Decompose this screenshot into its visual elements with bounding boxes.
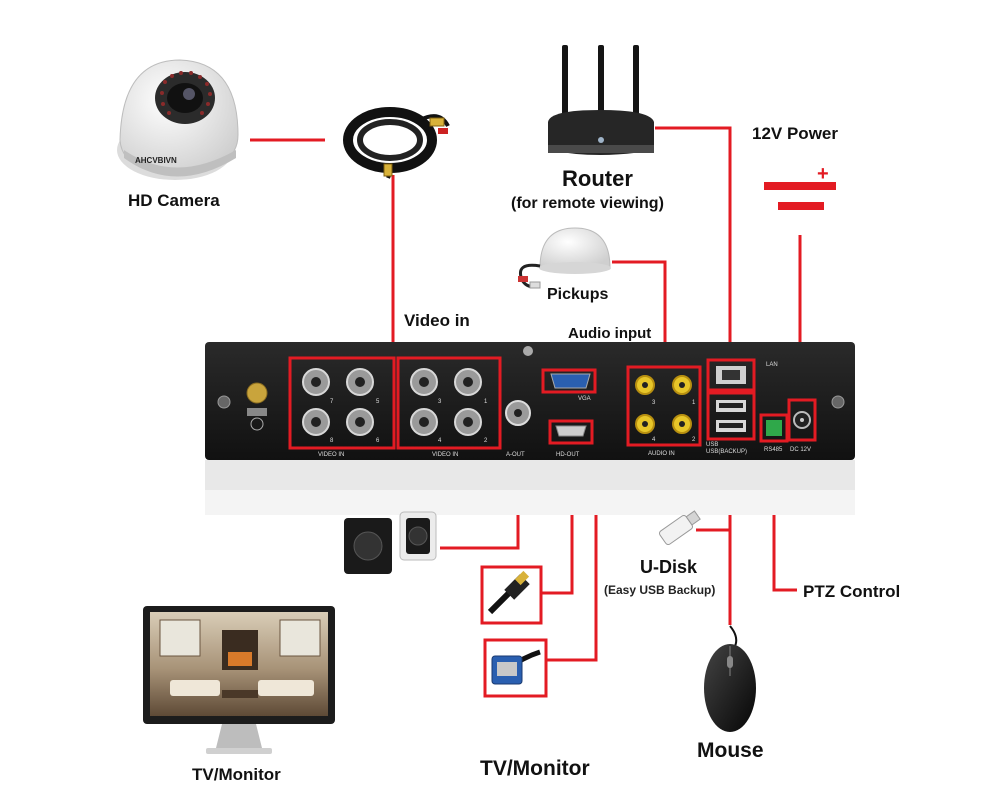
bnc-b-3: 3 <box>438 399 442 405</box>
udisk-label: U-Disk <box>640 557 698 577</box>
bnc-cable-icon <box>343 107 450 179</box>
bnc-b-4: 4 <box>438 438 442 444</box>
monitor-icon <box>143 606 335 754</box>
hd-camera-label: HD Camera <box>128 191 220 210</box>
dc12v-text: DC 12V <box>790 447 811 453</box>
vga-text: VGA <box>578 396 591 402</box>
video-in-label: Video in <box>404 311 470 330</box>
router-sublabel: (for remote viewing) <box>511 195 664 212</box>
bnc-a-6: 6 <box>376 438 380 444</box>
mouse-label: Mouse <box>697 739 764 762</box>
audio-input-label: Audio input <box>568 325 651 342</box>
vga-cable-icon <box>483 638 548 698</box>
audio-1: 1 <box>692 400 696 406</box>
power-label: 12V Power <box>752 124 838 143</box>
bnc-b-2: 2 <box>484 438 488 444</box>
bnc-a-7: 7 <box>330 399 334 405</box>
audio-2: 2 <box>692 437 696 443</box>
bnc-b-1: 1 <box>484 399 488 405</box>
video-in-a-text: VIDEO IN <box>318 452 344 458</box>
hd-camera-icon: AHCVBIVN <box>117 59 239 180</box>
speakers-icon <box>344 511 437 574</box>
mouse-icon <box>704 625 756 732</box>
router-line <box>655 126 732 362</box>
router-label: Router <box>562 166 633 191</box>
audio-in-text: AUDIO IN <box>648 451 675 457</box>
video-in-b-text: VIDEO IN <box>432 452 458 458</box>
pickups-label: Pickups <box>547 286 608 303</box>
usb-text: USB <box>706 442 718 448</box>
bnc-a-8: 8 <box>330 438 334 444</box>
hd-out-text: HD-OUT <box>556 452 580 458</box>
udisk-sublabel: (Easy USB Backup) <box>604 583 715 597</box>
rs485-text: RS485 <box>764 447 783 453</box>
pickups-line <box>612 260 667 367</box>
usb-backup-text: USB(BACKUP) <box>706 449 747 455</box>
microphone-icon <box>518 227 611 289</box>
tv-monitor-center-label: TV/Monitor <box>480 757 590 780</box>
usb-stick-icon <box>658 510 701 546</box>
hdmi-cable-icon <box>480 565 543 625</box>
audio-3: 3 <box>652 400 656 406</box>
a-out-text: A-OUT <box>506 452 525 458</box>
bnc-a-5: 5 <box>376 399 380 405</box>
battery-icon: + <box>764 163 836 210</box>
tv-monitor-left-label: TV/Monitor <box>192 765 281 784</box>
positive-sign: + <box>817 163 829 185</box>
ptz-label: PTZ Control <box>803 582 900 601</box>
router-icon <box>548 45 654 155</box>
camera-brand: AHCVBIVN <box>135 156 177 165</box>
dvr-back-panel: 7 5 8 6 VIDEO IN 3 1 4 2 VIDEO IN A-OUT … <box>205 342 855 515</box>
audio-4: 4 <box>652 437 656 443</box>
lan-text: LAN <box>766 362 778 368</box>
